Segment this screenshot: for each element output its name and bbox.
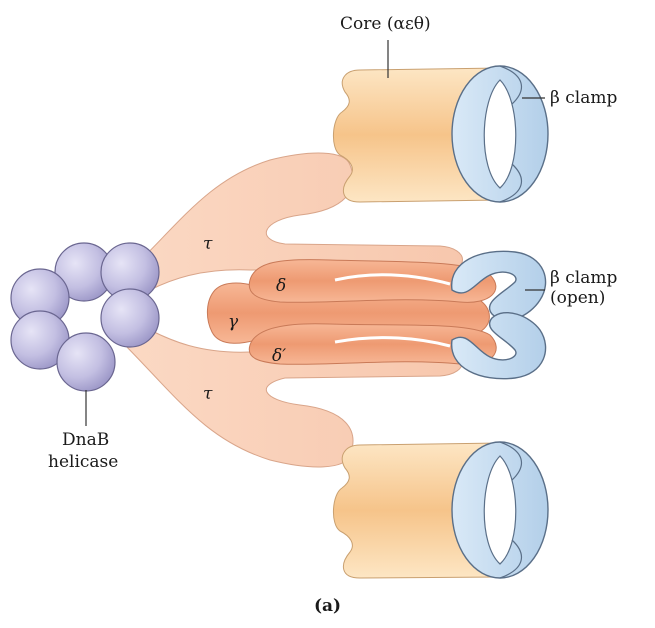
dnab-sublabel: helicase [48, 452, 118, 472]
gamma-label: γ [228, 312, 238, 332]
core-label: Core (αεθ) [340, 14, 431, 34]
beta-clamp-open-sublabel: (open) [550, 288, 605, 308]
tau-upper-label: τ [203, 234, 212, 254]
dnab-label: DnaB [62, 430, 109, 450]
delta-label: δ [276, 276, 286, 296]
beta-clamp-top-label: β clamp [550, 88, 617, 108]
tau-lower-label: τ [203, 384, 212, 404]
beta-clamp-open-label: β clamp [550, 268, 617, 288]
beta-clamp-bottom [452, 442, 548, 578]
beta-clamp-top [452, 66, 548, 202]
delta-prime-label: δ′ [272, 346, 286, 366]
figure-caption: (a) [314, 596, 341, 616]
dnab-helicase [11, 243, 159, 391]
